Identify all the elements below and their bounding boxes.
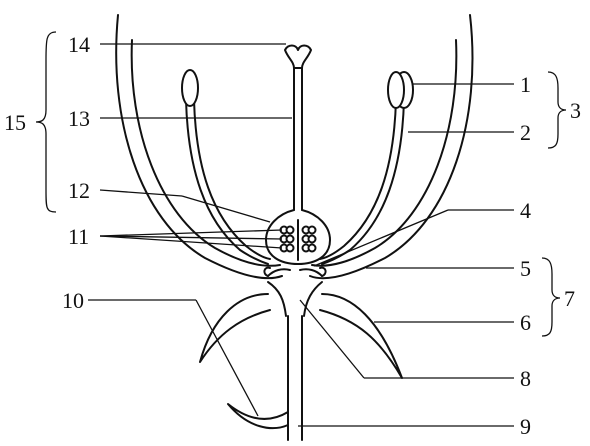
label-8: 8 xyxy=(520,366,531,391)
pedicel-and-bract xyxy=(228,316,302,440)
brace-3 xyxy=(548,72,566,148)
label-11: 11 xyxy=(68,224,89,249)
pistil xyxy=(266,46,330,265)
receptacle-top xyxy=(268,269,322,276)
label-4: 4 xyxy=(520,198,531,223)
brace-7 xyxy=(542,258,560,336)
label-6: 6 xyxy=(520,310,531,335)
ovule xyxy=(287,236,294,243)
stigma xyxy=(285,46,311,69)
label-13: 13 xyxy=(68,106,90,131)
label-7: 7 xyxy=(564,286,575,311)
label-9: 9 xyxy=(520,414,531,439)
leader-11a xyxy=(100,230,282,236)
label-14: 14 xyxy=(68,32,90,57)
filament-left xyxy=(186,100,268,264)
label-3: 3 xyxy=(570,98,581,123)
filament-right xyxy=(322,100,404,264)
label-2: 2 xyxy=(520,120,531,145)
filament-right-2 xyxy=(320,100,396,259)
label-12: 12 xyxy=(68,178,90,203)
sepal-right xyxy=(320,294,402,378)
ovule xyxy=(287,245,294,252)
leader-8 xyxy=(300,300,364,378)
receptacle xyxy=(264,268,325,316)
leader-12b xyxy=(182,196,270,222)
anther-right-front xyxy=(388,72,404,108)
filament-left-2 xyxy=(194,100,270,259)
ovule xyxy=(309,227,316,234)
label-1: 1 xyxy=(520,72,531,97)
label-10: 10 xyxy=(62,288,84,313)
petal-right-inner xyxy=(312,40,456,266)
receptacle-body xyxy=(268,282,322,316)
ovule xyxy=(287,227,294,234)
brace-15 xyxy=(36,32,56,212)
leader-4 xyxy=(314,210,448,266)
bract xyxy=(228,404,288,428)
leader-12 xyxy=(100,190,182,196)
ovule xyxy=(309,236,316,243)
anther-left xyxy=(182,70,198,106)
ovule xyxy=(309,245,316,252)
label-15: 15 xyxy=(4,110,26,135)
label-5: 5 xyxy=(520,256,531,281)
